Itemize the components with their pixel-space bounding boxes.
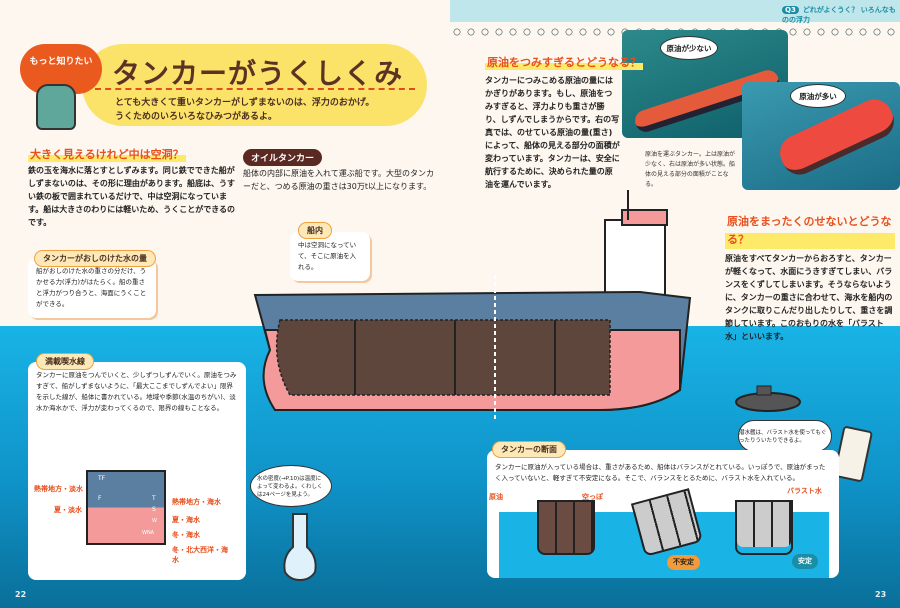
load-line-label: 満載喫水線 bbox=[36, 353, 94, 370]
hollow-text: 鉄の玉を海水に落とすとしずみます。同じ鉄でできた船がしずまないのは、その形に理由… bbox=[28, 166, 236, 227]
section-title: どれがよくうく？ いろんなものの浮力 bbox=[782, 6, 896, 24]
label-winter-atlantic: 冬・北大西洋・海水 bbox=[172, 546, 228, 564]
mark-t: T bbox=[152, 495, 156, 502]
flask-character-icon bbox=[283, 513, 317, 582]
displaced-label: タンカーがおしのけた水の量 bbox=[34, 250, 156, 267]
displaced-note: 船がおしのけた水の重さの分だけ、うかせる力(浮力)がはたらく。船の重さと浮力がつ… bbox=[28, 258, 156, 318]
title-banner bbox=[82, 44, 427, 126]
bubble-much-oil: 原油が多い bbox=[790, 84, 846, 108]
thermometer-speech-bubble: 潜水艦は、バラスト水を使ってもぐったりういたりできるよ。 bbox=[738, 420, 832, 452]
label-summer-sea: 夏・海水 bbox=[172, 516, 200, 524]
bubble-few-oil: 原油が少ない bbox=[660, 36, 718, 60]
label-tropical-fresh: 熱帯地方・淡水 bbox=[34, 485, 83, 493]
label-tropical-sea: 熱帯地方・海水 bbox=[172, 498, 221, 506]
lead-text: とても大きくて重いタンカーがしずまないのは、浮力のおかげ。うくためのいろいろなひ… bbox=[115, 96, 374, 124]
oil-tanker-label: オイルタンカー bbox=[243, 149, 323, 166]
overload-heading: 原油をつみすぎるとどうなる？ bbox=[485, 54, 643, 70]
page-number-right: 23 bbox=[875, 590, 887, 599]
empty-heading: 原油をまったくのせないとどうなる？ bbox=[725, 213, 895, 249]
unstable-badge: 不安定 bbox=[667, 555, 700, 570]
hollow-heading: 大きく見えるけれど中は空洞？ bbox=[28, 146, 186, 162]
mark-tf: TF bbox=[98, 475, 106, 482]
empty-text: 原油をすべてタンカーからおろすと、タンカーが軽くなって、水面にうきすぎてしまい、… bbox=[725, 254, 893, 341]
label-winter-sea: 冬・海水 bbox=[172, 531, 200, 539]
robot-character-icon bbox=[36, 84, 76, 130]
cross-section-card: タンカーに原油が入っている場合は、重さがあるため、船体はバランスがとれている。い… bbox=[487, 450, 839, 578]
mark-wna: WNA bbox=[142, 530, 155, 536]
photo-caption: 原油を運ぶタンカー。上は原油が少なく、右は原油が多い状態。船体の見える部分の面積… bbox=[645, 151, 736, 188]
inside-note: 中は空洞になっていて、そこに原油を入れる。 bbox=[290, 232, 370, 281]
load-line-diagram: TF F T S W WNA bbox=[86, 470, 166, 545]
cross-section-label: タンカーの断面 bbox=[492, 441, 566, 458]
load-line-text: タンカーに原油をつんでいくと、少しずつしずんでいく。原油をつみすぎて、船がしずま… bbox=[36, 371, 237, 412]
tank-ballast bbox=[735, 500, 793, 555]
title-underline bbox=[95, 88, 415, 90]
lead-line: とても大きくて重いタンカーがしずまないのは、浮力のおかげ。 bbox=[115, 98, 375, 108]
lead-line: うくためのいろいろなひみつがあるよ。 bbox=[115, 112, 278, 122]
label-empty: 空っぽ bbox=[582, 493, 603, 501]
page-title: タンカーがうくしくみ bbox=[112, 57, 404, 90]
flask-speech-bubble: 水の密度(→P.10)は温度によって変わるよ。くわしくは24ページを見よう。 bbox=[250, 465, 332, 507]
label-ballast: バラスト水 bbox=[787, 487, 822, 495]
page-number-left: 22 bbox=[15, 590, 27, 599]
label-crude: 原油 bbox=[489, 493, 503, 501]
header-band bbox=[450, 0, 900, 22]
mark-w: W bbox=[152, 518, 157, 524]
question-badge: Q3 bbox=[782, 6, 799, 14]
submarine-icon bbox=[735, 385, 801, 412]
oil-tanker-text: 船体の内部に原油を入れて運ぶ船です。大型のタンカーだと、つめる原油の重さは30万… bbox=[243, 169, 434, 191]
tanker-illustration bbox=[253, 190, 692, 420]
inside-label: 船内 bbox=[298, 222, 332, 239]
mark-s: S bbox=[152, 506, 156, 513]
tank-crude bbox=[537, 500, 595, 555]
label-summer-fresh: 夏・淡水 bbox=[54, 506, 82, 514]
mark-f: F bbox=[98, 495, 102, 502]
cross-section-text: タンカーに原油が入っている場合は、重さがあるため、船体はバランスがとれている。い… bbox=[495, 463, 826, 482]
overload-text: タンカーにつみこめる原油の量にはかぎりがあります。もし、原油をつみすぎると、浮力… bbox=[485, 76, 620, 189]
stable-badge: 安定 bbox=[792, 554, 818, 569]
